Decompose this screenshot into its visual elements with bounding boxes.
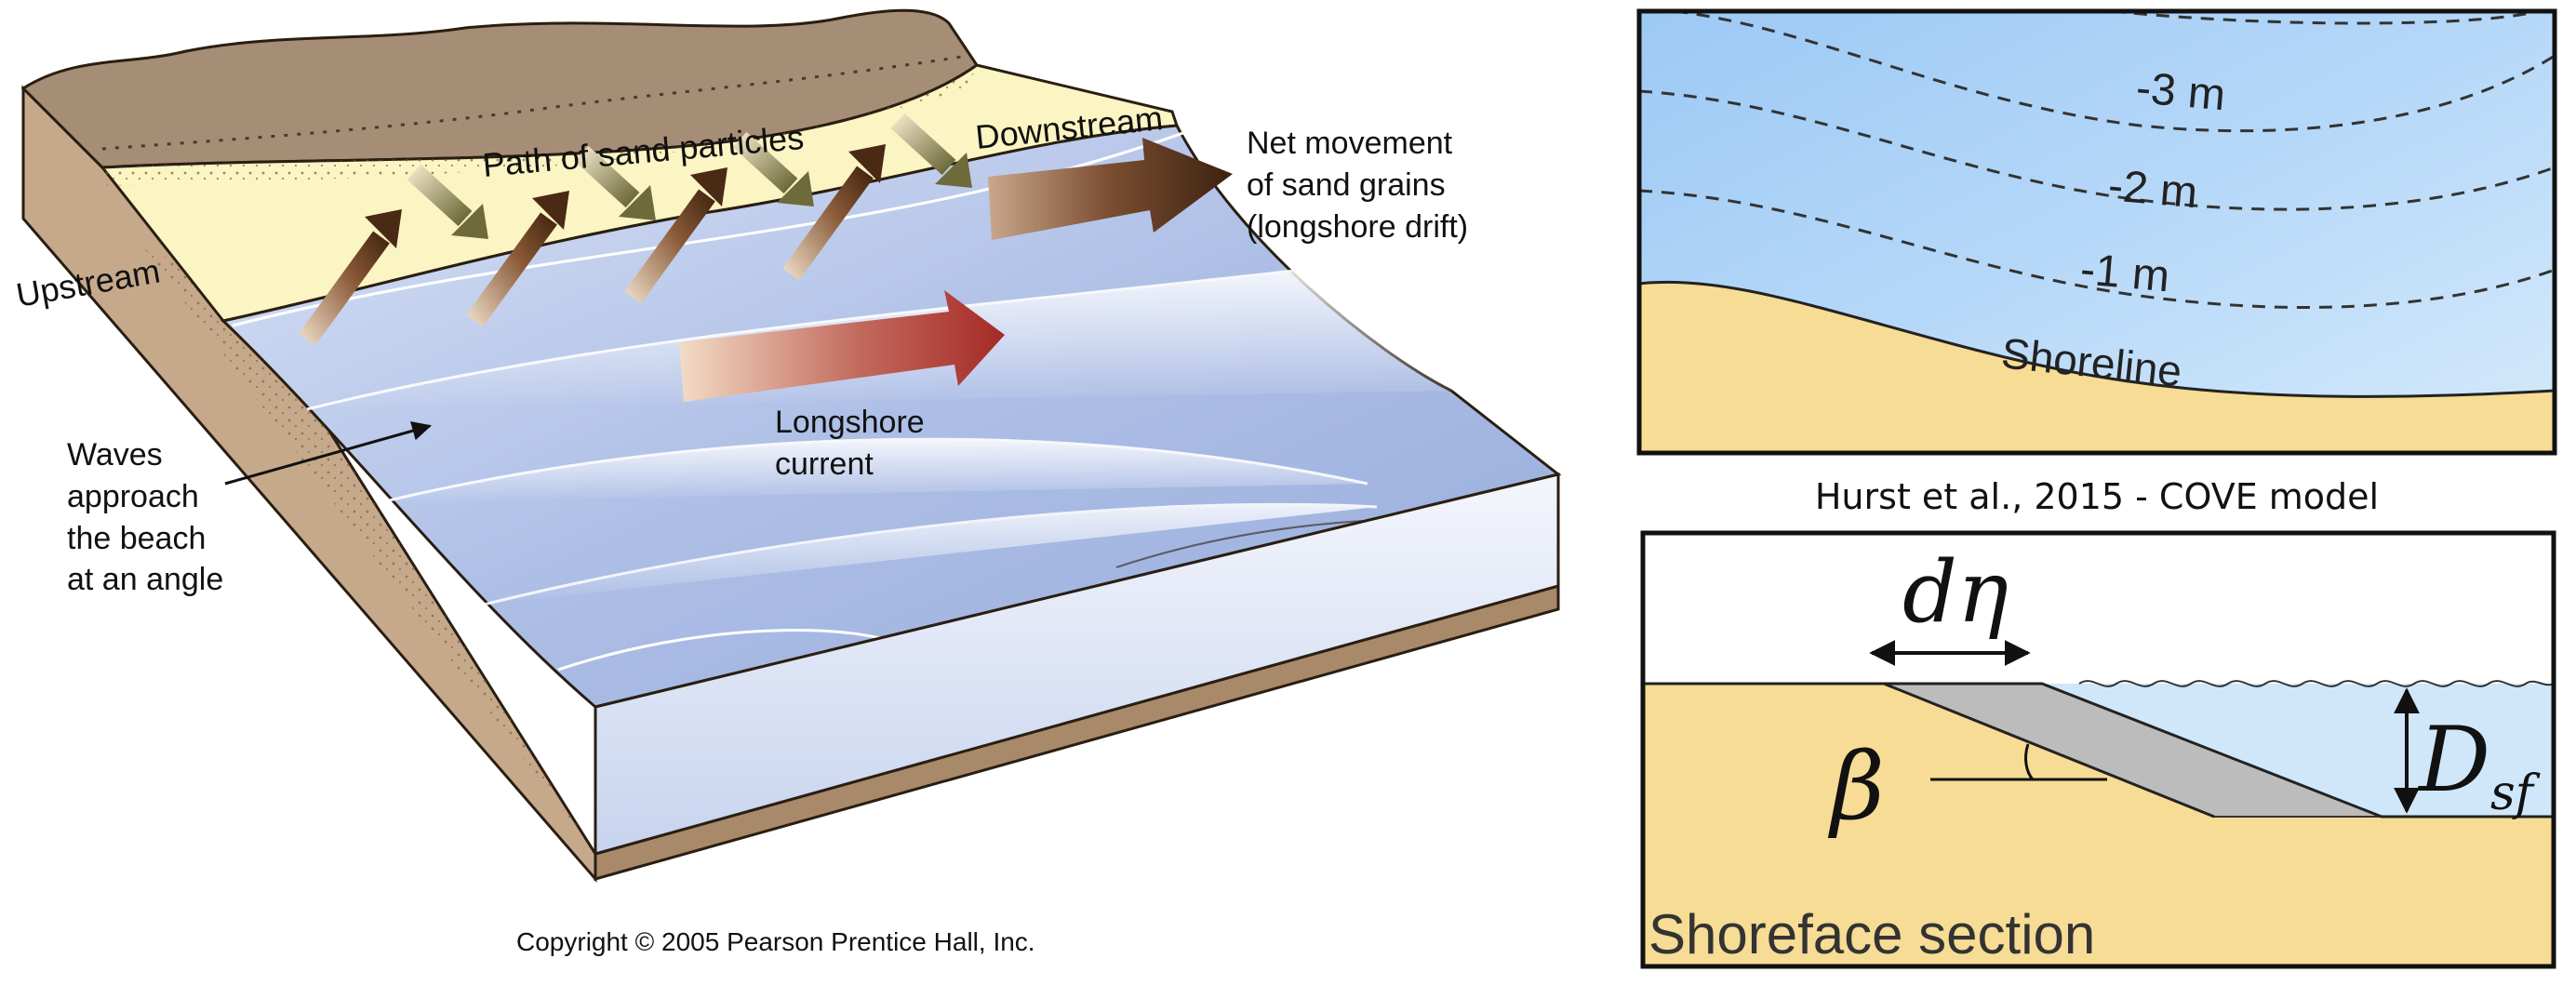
sand-path-arrow (466, 191, 569, 327)
profile-line (1643, 682, 2554, 819)
shoreline-map-panel: -3 m -2 m -1 m Shoreline (1636, 8, 2557, 456)
sand-path-arrows (299, 113, 972, 346)
label-longshore-line2: current (775, 446, 874, 482)
label-waves-line2: approach (67, 479, 199, 514)
beta-angle-arc (2024, 743, 2035, 780)
net-movement-arrow (988, 138, 1233, 240)
shoreface-section-label: Shoreface section (1648, 903, 2095, 965)
label-longshore-line1: Longshore (775, 405, 925, 440)
d-sf-label: Dsf (2417, 708, 2541, 821)
contour-label-3m: -3 m (2134, 63, 2227, 120)
longshore-drift-diagram: Upstream Path of sand particles Downstre… (13, 8, 1562, 956)
sand-speckles (102, 65, 977, 186)
copyright-text: Copyright © 2005 Pearson Prentice Hall, … (516, 927, 1035, 956)
waves-pointer-arrow (224, 421, 433, 486)
label-net-movement-line2: of sand grains (1247, 167, 1446, 203)
sand-path-arrow (890, 113, 972, 188)
cliff-texture (140, 242, 595, 854)
contour-label-2m: -2 m (2106, 161, 2199, 218)
label-net-movement-line3: (longshore drift) (1247, 209, 1468, 245)
figure-caption: Hurst et al., 2015 - COVE model (1815, 476, 2379, 517)
label-net-movement-line1: Net movement (1247, 126, 1453, 161)
beta-label: β (1827, 732, 1885, 841)
contour-line (1674, 9, 2556, 133)
d-sf-subscript: sf (2490, 765, 2541, 821)
sand-path-arrow (624, 167, 727, 304)
water-side-block (594, 473, 1560, 856)
sand-path-arrow (299, 209, 402, 346)
d-eta-label: dη (1902, 542, 2009, 642)
sand-path-arrow (574, 145, 656, 220)
label-waves-line1: Waves (67, 437, 163, 473)
shoreface-section-panel: dη β Dsf Shoreface section (1640, 530, 2556, 969)
water-wedge (2042, 684, 2554, 817)
contour-line (2111, 9, 2531, 25)
d-sf-main: D (2417, 708, 2490, 812)
sand-path-arrow (732, 131, 814, 206)
profile-line-left (1883, 682, 2215, 819)
longshore-current-arrow (679, 290, 1005, 402)
vegetation (101, 54, 968, 151)
label-waves-line3: the beach (67, 521, 206, 556)
label-waves-line4: at an angle (67, 562, 223, 597)
shoreline-line (1638, 280, 2556, 398)
water-surface (2078, 680, 2555, 687)
contour-label-1m: -1 m (2078, 245, 2171, 301)
map-sand (1639, 282, 2555, 453)
sand-body (1643, 684, 2554, 966)
sand-path-arrow (782, 144, 886, 281)
sand-path-arrow (407, 164, 488, 239)
